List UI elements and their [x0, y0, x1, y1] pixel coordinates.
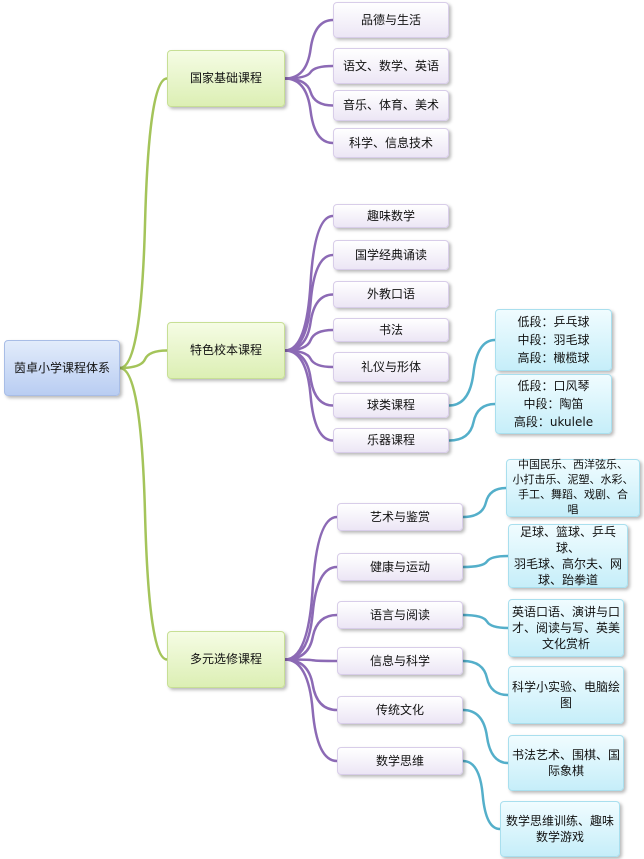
course-music-pe-art: 音乐、体育、美术	[333, 90, 449, 121]
connector-b0-3	[284, 77, 334, 145]
connector-b2-5	[284, 658, 338, 763]
connector-d3	[462, 554, 509, 569]
detail-info-science: 科学小实验、电脑绘 图	[508, 666, 624, 724]
course-traditional-culture: 传统文化	[337, 696, 463, 724]
connector-b0-2	[284, 77, 334, 107]
course-chinese-math-english: 语文、数学、英语	[333, 48, 449, 84]
course-fun-math: 趣味数学	[333, 204, 449, 228]
connector-d7	[462, 759, 501, 831]
connector-b0-1	[284, 64, 334, 80]
connector-d5	[462, 659, 509, 697]
connector-d0	[448, 338, 496, 407]
course-info-science: 信息与科学	[337, 647, 463, 675]
connector-b1-1	[284, 253, 334, 352]
course-health-sports: 健康与运动	[337, 553, 463, 581]
course-foreign-oral: 外教口语	[333, 281, 449, 308]
connector-b2-3	[284, 658, 338, 663]
course-morality-life: 品德与生活	[333, 2, 449, 38]
connector-root-0	[119, 77, 168, 370]
detail-traditional-culture: 书法艺术、围棋、国 际象棋	[508, 735, 624, 791]
connector-b1-4	[284, 349, 334, 369]
connector-b1-3	[284, 328, 334, 352]
detail-art-appreciation: 中国民乐、西洋弦乐、 小打击乐、泥塑、水彩、 手工、舞蹈、戏剧、合 唱	[506, 458, 640, 517]
connector-b1-0	[284, 214, 334, 352]
course-ball-games: 球类课程	[333, 393, 449, 418]
detail-ball-games: 低段：乒乓球 中段：羽毛球 高段：橄榄球	[495, 309, 612, 371]
connector-b2-2	[284, 613, 338, 661]
connector-d2	[462, 486, 507, 519]
course-science-it: 科学、信息技术	[333, 128, 449, 158]
connector-d4	[462, 613, 509, 630]
detail-health-sports: 足球、篮球、乒乓球、 羽毛球、高尔夫、网 球、跆拳道	[508, 524, 628, 588]
connector-b1-6	[284, 349, 334, 442]
detail-instruments: 低段：口风琴 中段：陶笛 高段：ukulele	[495, 374, 612, 434]
course-math-thinking: 数学思维	[337, 747, 463, 775]
course-language-reading: 语言与阅读	[337, 601, 463, 629]
course-art-appreciation: 艺术与鉴赏	[337, 503, 463, 531]
course-classics-recitation: 国学经典诵读	[333, 240, 449, 270]
connector-d1	[448, 402, 496, 442]
connector-b1-2	[284, 293, 334, 352]
course-etiquette-body: 礼仪与形体	[333, 352, 449, 382]
connector-d6	[462, 708, 509, 765]
branch-elective: 多元选修课程	[167, 631, 285, 688]
detail-math-thinking: 数学思维训练、趣味 数学游戏	[500, 801, 620, 857]
connector-b2-0	[284, 515, 338, 661]
branch-national-basic: 国家基础课程	[167, 50, 285, 107]
course-calligraphy: 书法	[333, 318, 449, 342]
branch-school-featured: 特色校本课程	[167, 322, 285, 379]
connector-b0-0	[284, 18, 334, 80]
root-node: 茵卓小学课程体系	[4, 340, 120, 396]
connector-root-2	[119, 366, 168, 661]
course-instruments: 乐器课程	[333, 428, 449, 453]
connector-b2-4	[284, 658, 338, 712]
detail-language-reading: 英语口语、演讲与口 才、阅读与写、英美 文化赏析	[508, 599, 624, 657]
connector-b2-1	[284, 565, 338, 661]
connector-root-1	[119, 349, 168, 370]
